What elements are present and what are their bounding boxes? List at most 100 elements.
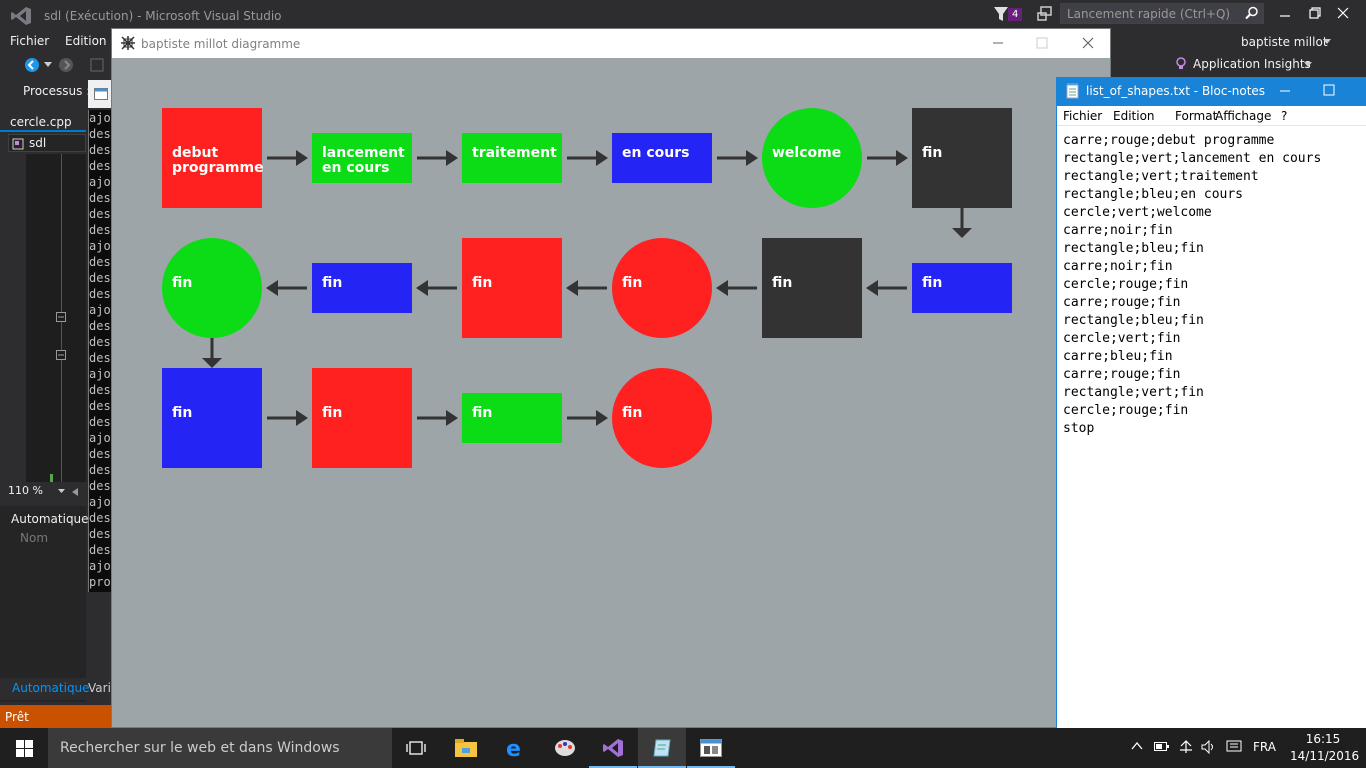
console-line: ajo bbox=[89, 111, 111, 125]
console-line: des bbox=[89, 143, 111, 157]
shape-label: fin bbox=[472, 275, 492, 291]
notepad-maximize-icon[interactable] bbox=[1323, 84, 1335, 96]
forward-navigation-icon[interactable] bbox=[58, 57, 74, 73]
notepad-menu-format[interactable]: Format bbox=[1175, 109, 1218, 123]
application-insights-button[interactable]: Application Insights bbox=[1193, 57, 1311, 71]
svg-text:e: e bbox=[506, 738, 521, 758]
grip-icon bbox=[90, 58, 104, 72]
filter-notification-icon[interactable] bbox=[994, 6, 1008, 22]
shape-carre: fin bbox=[762, 238, 862, 338]
console-line: des bbox=[89, 383, 111, 397]
shape-label: fin bbox=[772, 275, 792, 291]
sdl-app-icon bbox=[121, 36, 135, 50]
volume-icon[interactable] bbox=[1201, 740, 1217, 754]
console-line: ajo bbox=[89, 303, 111, 317]
name-column-header[interactable]: Nom bbox=[20, 531, 49, 545]
notepad-menu-edition[interactable]: Edition bbox=[1113, 109, 1155, 123]
console-line: ajo bbox=[89, 431, 111, 445]
clock-date[interactable]: 14/11/2016 bbox=[1290, 749, 1360, 763]
back-navigation-icon[interactable] bbox=[24, 57, 40, 73]
tab-automatique[interactable]: Automatique bbox=[0, 678, 90, 700]
battery-icon[interactable] bbox=[1154, 740, 1170, 752]
network-icon[interactable] bbox=[1178, 740, 1194, 754]
shape-rectangle: fin bbox=[312, 263, 412, 313]
vs-close-icon[interactable] bbox=[1336, 6, 1350, 20]
collapse-icon[interactable] bbox=[56, 312, 66, 322]
shape-rectangle: fin bbox=[462, 393, 562, 443]
notepad-taskbar-button[interactable] bbox=[638, 728, 686, 768]
console-line: ajo bbox=[89, 239, 111, 253]
tab-variables[interactable]: Vari bbox=[88, 681, 111, 695]
editor-margin bbox=[26, 154, 86, 482]
chevron-down-icon[interactable] bbox=[1323, 39, 1331, 45]
vs-user-account[interactable]: baptiste millot bbox=[1241, 35, 1328, 49]
feedback-icon[interactable] bbox=[1037, 6, 1053, 22]
file-explorer-button[interactable] bbox=[441, 728, 489, 768]
notepad-line: cercle;rouge;fin bbox=[1063, 277, 1189, 292]
autos-panel: Automatique Nom bbox=[0, 506, 89, 702]
sdl-maximize-icon[interactable] bbox=[1036, 37, 1048, 49]
task-view-button[interactable] bbox=[392, 728, 440, 768]
vs-restore-icon[interactable] bbox=[1308, 6, 1322, 20]
shape-label: fin bbox=[922, 275, 942, 291]
notepad-line: carre;bleu;fin bbox=[1063, 349, 1173, 364]
visual-studio-taskbar-button[interactable] bbox=[589, 728, 637, 768]
clock-time[interactable]: 16:15 bbox=[1305, 732, 1341, 746]
notepad-line: carre;rouge;fin bbox=[1063, 367, 1181, 382]
chevron-up-icon[interactable] bbox=[1131, 740, 1143, 752]
notepad-line: rectangle;bleu;en cours bbox=[1063, 187, 1244, 202]
collapse-icon[interactable] bbox=[56, 350, 66, 360]
flow-arrow bbox=[567, 410, 608, 426]
notepad-icon bbox=[1066, 83, 1079, 99]
lightbulb-icon bbox=[1176, 57, 1186, 69]
notepad-menu-help[interactable]: ? bbox=[1281, 109, 1288, 123]
taskbar-search-box[interactable]: Rechercher sur le web et dans Windows bbox=[48, 728, 392, 768]
action-center-icon[interactable] bbox=[1226, 740, 1242, 754]
flow-arrow bbox=[267, 410, 308, 426]
console-window-header bbox=[88, 80, 112, 108]
console-line: des bbox=[89, 543, 111, 557]
shape-body bbox=[612, 368, 712, 468]
console-line: pro bbox=[89, 575, 111, 589]
tab-cercle-cpp[interactable]: cercle.cpp bbox=[0, 112, 86, 132]
application-window-icon bbox=[700, 739, 722, 757]
console-line: des bbox=[89, 191, 111, 205]
notepad-minimize-icon[interactable] bbox=[1279, 85, 1291, 97]
scroll-left-icon[interactable] bbox=[72, 488, 78, 496]
edge-browser-button[interactable]: e bbox=[491, 728, 539, 768]
notepad-line: carre;rouge;fin bbox=[1063, 295, 1181, 310]
quick-launch-input[interactable]: Lancement rapide (Ctrl+Q) bbox=[1060, 3, 1264, 24]
vs-menu-fichier[interactable]: Fichier bbox=[10, 34, 50, 48]
sdl-minimize-icon[interactable] bbox=[992, 37, 1004, 49]
shape-body bbox=[612, 133, 712, 183]
notepad-line: rectangle;bleu;fin bbox=[1063, 313, 1204, 328]
chevron-down-icon[interactable] bbox=[44, 62, 52, 68]
notepad-line: cercle;vert;fin bbox=[1063, 331, 1181, 346]
shape-rectangle: fin bbox=[912, 263, 1012, 313]
chevron-down-icon[interactable] bbox=[58, 489, 65, 494]
notepad-menu-affichage[interactable]: Affichage bbox=[1215, 109, 1272, 123]
console-line: des bbox=[89, 447, 111, 461]
notepad-line: carre;noir;fin bbox=[1063, 223, 1173, 238]
sdl-close-icon[interactable] bbox=[1082, 37, 1094, 49]
paint-button[interactable] bbox=[540, 728, 588, 768]
console-icon bbox=[94, 88, 108, 100]
vs-minimize-icon[interactable] bbox=[1278, 6, 1292, 20]
sdl-app-taskbar-button[interactable] bbox=[687, 728, 735, 768]
flow-arrow bbox=[267, 150, 308, 166]
console-line: ajo bbox=[89, 495, 111, 509]
zoom-dropdown[interactable]: 110 % bbox=[8, 484, 68, 500]
vs-menu-edition[interactable]: Edition bbox=[65, 34, 107, 48]
shape-label: fin bbox=[472, 405, 492, 421]
flow-arrow bbox=[417, 150, 458, 166]
console-line: des bbox=[89, 511, 111, 525]
start-button[interactable] bbox=[0, 728, 48, 768]
shape-carre: fin bbox=[462, 238, 562, 338]
chevron-down-icon[interactable] bbox=[1304, 62, 1312, 68]
language-indicator[interactable]: FRA bbox=[1253, 740, 1276, 754]
notepad-menu-fichier[interactable]: Fichier bbox=[1063, 109, 1103, 123]
scope-dropdown[interactable]: sdl bbox=[8, 134, 86, 152]
search-icon[interactable] bbox=[1245, 6, 1259, 20]
